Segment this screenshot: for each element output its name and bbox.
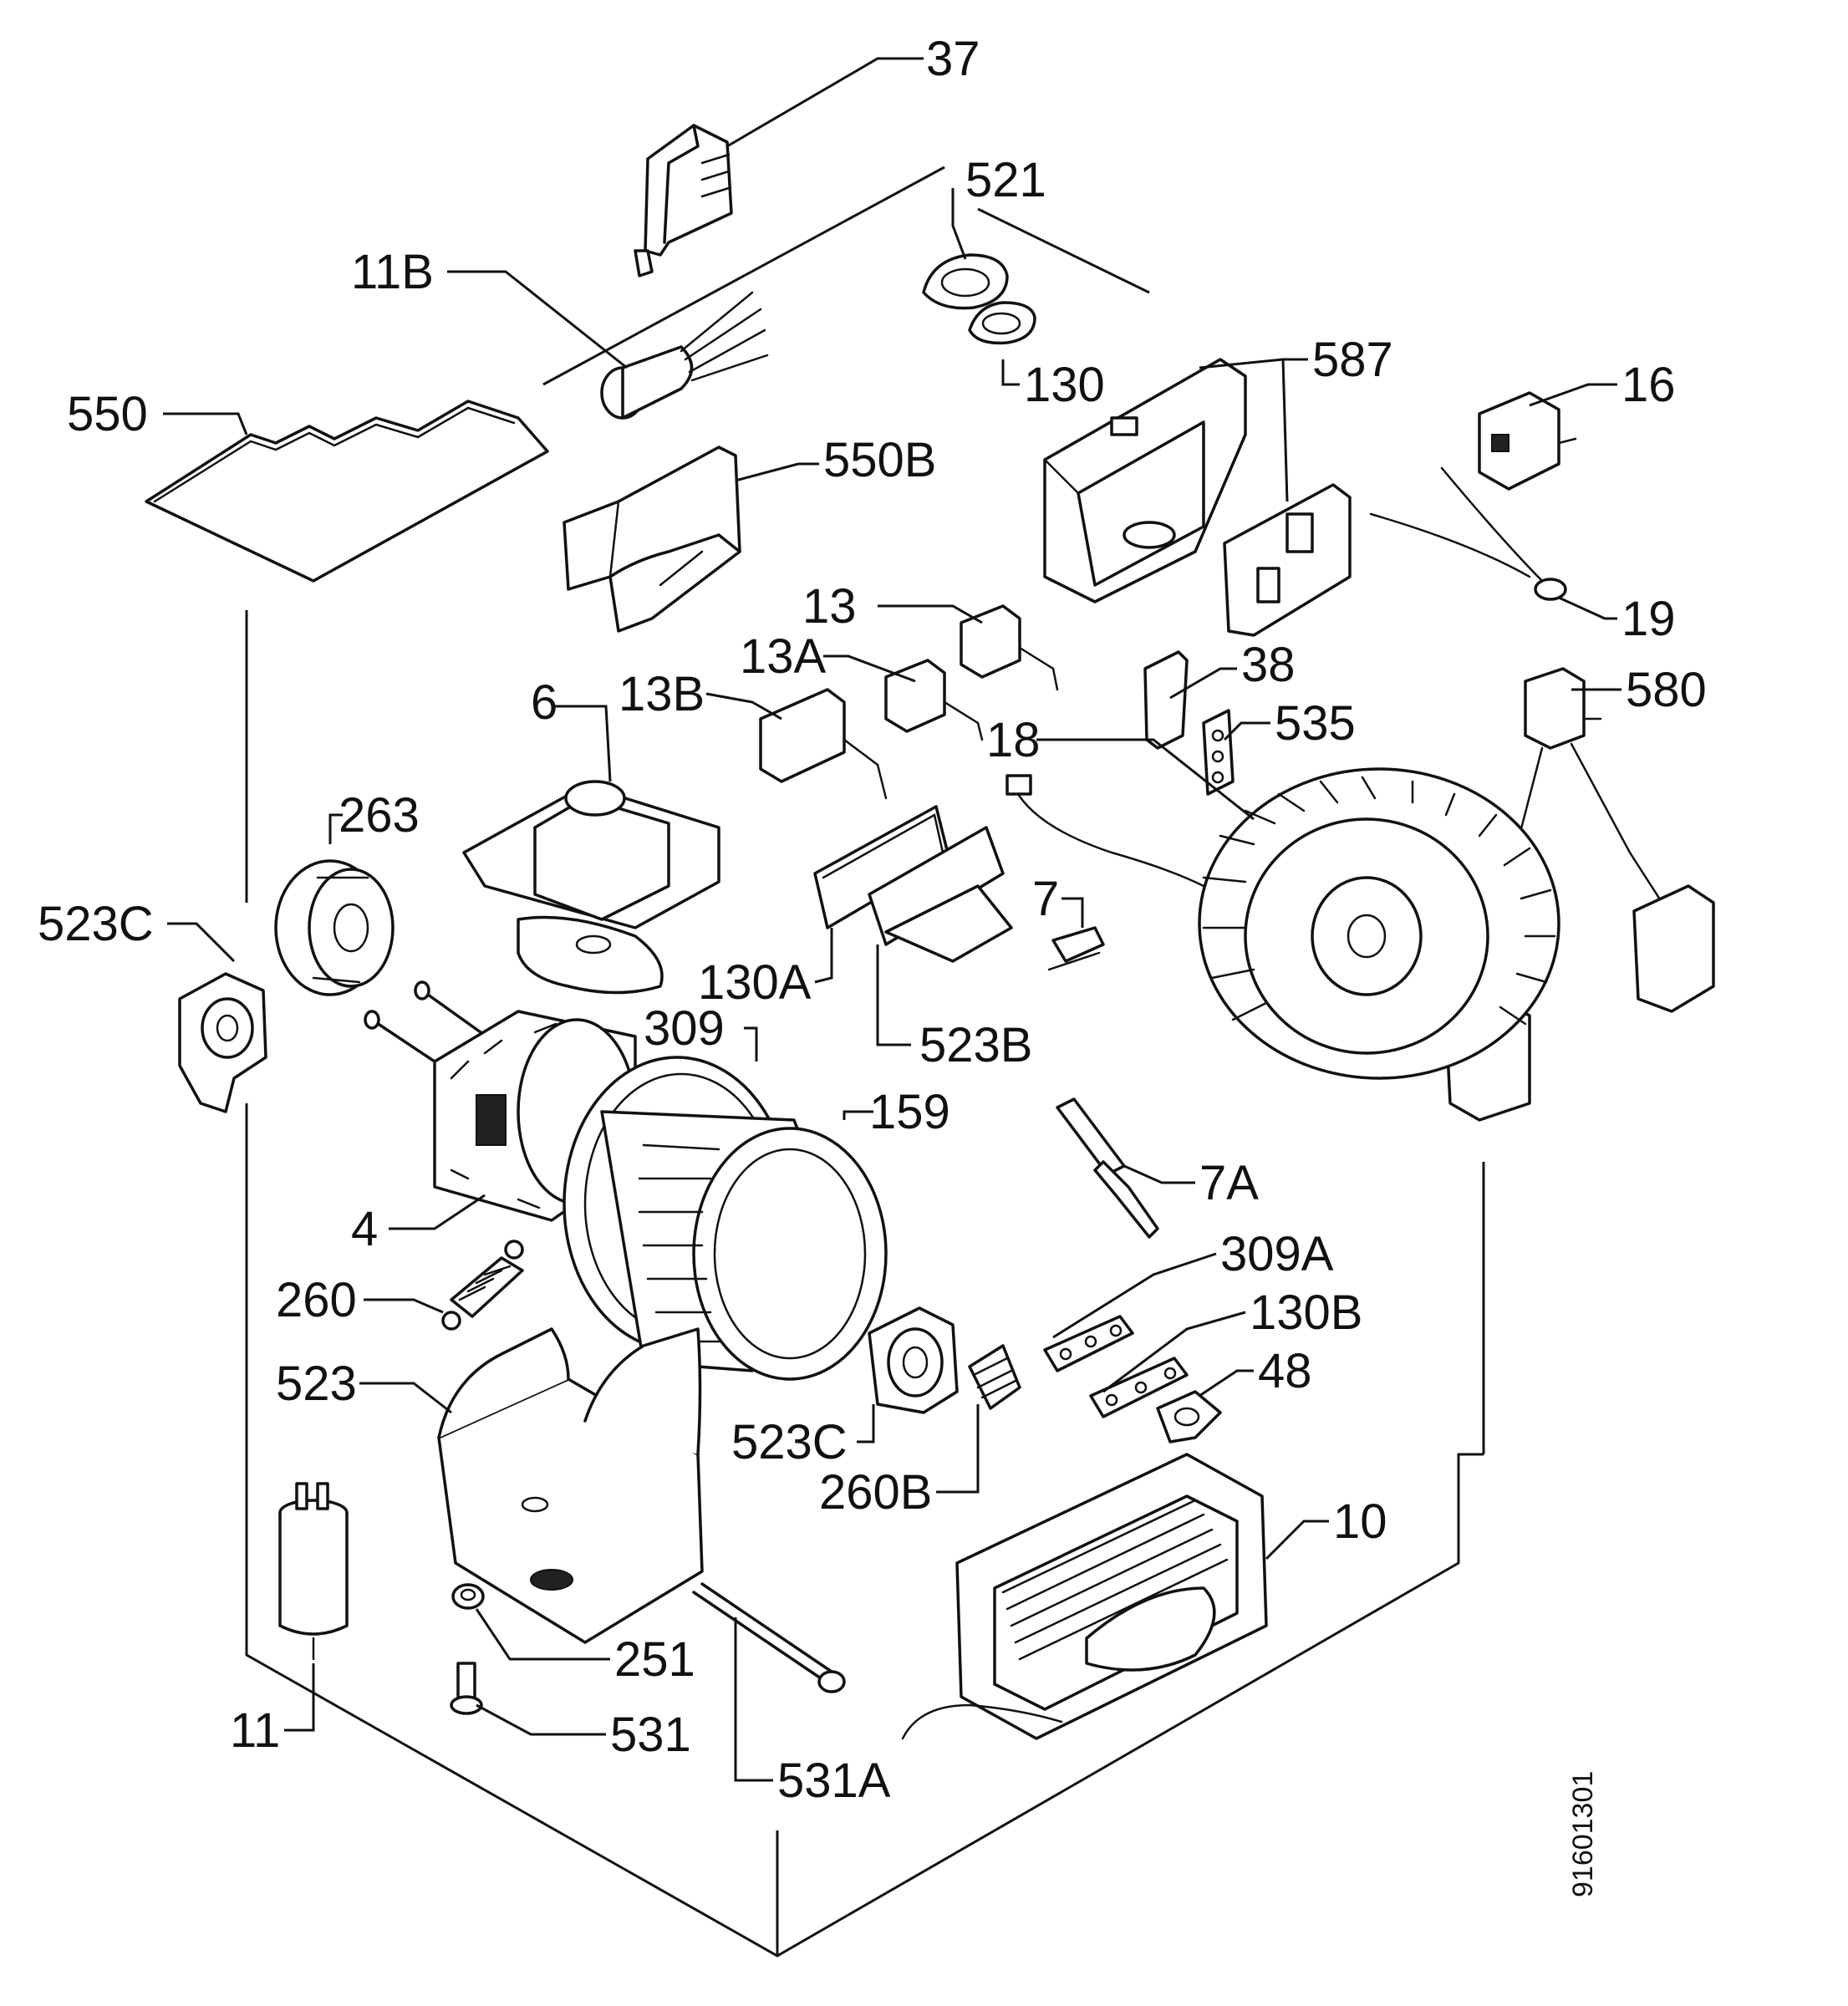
document-number: 91601301	[1567, 1771, 1599, 1897]
callout-130: 130	[1024, 358, 1105, 412]
callout-6: 6	[531, 675, 557, 730]
callout-11: 11	[230, 1703, 280, 1758]
callout-550b: 550B	[823, 433, 936, 487]
callout-130a: 130A	[698, 955, 812, 1010]
part-130-gasket	[968, 301, 1036, 345]
callout-521: 521	[965, 153, 1046, 207]
part-251-nut	[451, 1583, 485, 1610]
part-260b-spring	[968, 1344, 1021, 1410]
assembly-frame	[245, 165, 1485, 1958]
callout-531a: 531A	[777, 1754, 891, 1808]
callout-38: 38	[1241, 638, 1296, 692]
part-531a-bolt	[692, 1582, 846, 1693]
part-531-screw	[450, 1662, 483, 1715]
part-11b-suppressor	[600, 291, 769, 420]
part-13b-connector	[759, 688, 888, 800]
callout-531: 531	[610, 1708, 691, 1762]
callout-251: 251	[614, 1632, 695, 1687]
part-587-housing	[1043, 358, 1247, 603]
part-263-pulley	[274, 859, 395, 996]
part-523-cradle	[437, 1327, 704, 1644]
part-19-sensor	[1369, 466, 1567, 601]
part-550b-duct	[563, 445, 741, 633]
part-10-heater	[901, 1453, 1268, 1740]
part-523c-mid-bracket	[868, 1306, 959, 1414]
part-48-thermostat	[1156, 1390, 1222, 1443]
callout-13: 13	[802, 579, 857, 634]
callout-587: 587	[1312, 333, 1393, 387]
callout-523c-mid: 523C	[731, 1415, 848, 1469]
part-6-pump	[462, 780, 720, 995]
callout-523c-left: 523C	[38, 897, 154, 951]
part-523b-bracket	[868, 826, 1013, 963]
part-309a-plate	[1043, 1315, 1134, 1372]
callout-37: 37	[926, 32, 980, 86]
callout-550: 550	[67, 387, 148, 441]
part-260-spring	[441, 1240, 524, 1331]
callout-48: 48	[1258, 1344, 1312, 1398]
callout-309: 309	[644, 1001, 725, 1056]
callout-260: 260	[276, 1273, 357, 1327]
part-550-sheet	[145, 400, 549, 583]
callout-labels: 37 521 11B 130 587 16 550 550B 19 13 13A…	[38, 32, 1707, 1897]
part-11-capacitor	[278, 1482, 349, 1661]
callout-7: 7	[1032, 872, 1059, 926]
callout-13b: 13B	[619, 667, 705, 721]
callout-523b: 523B	[919, 1018, 1032, 1072]
callout-309a: 309A	[1220, 1227, 1334, 1281]
callout-523: 523	[276, 1357, 357, 1411]
callout-7a: 7A	[1199, 1156, 1259, 1210]
callout-4: 4	[351, 1202, 378, 1256]
part-7-sensor	[1047, 926, 1105, 971]
part-521-gasket	[922, 253, 1009, 310]
callout-263: 263	[339, 788, 420, 843]
callout-260b: 260B	[819, 1465, 932, 1520]
part-37-bracket	[634, 124, 733, 277]
callout-11b: 11B	[351, 245, 434, 299]
part-159-fan-drum	[600, 1110, 888, 1381]
part-38-bracket	[1143, 650, 1189, 750]
part-130b-plate	[1089, 1357, 1189, 1418]
callout-159: 159	[869, 1085, 950, 1139]
part-587-circuit-board	[1223, 483, 1352, 637]
callout-10: 10	[1333, 1494, 1387, 1549]
part-13a-connector	[884, 659, 984, 741]
callout-130b: 130B	[1250, 1286, 1362, 1340]
part-7a-probe	[1056, 1097, 1159, 1239]
callout-535: 535	[1275, 696, 1356, 751]
part-523c-left-bracket	[178, 972, 267, 1113]
part-13-connector	[960, 604, 1059, 691]
callout-16: 16	[1621, 358, 1676, 412]
callout-580: 580	[1626, 663, 1707, 717]
part-535-strip	[1202, 709, 1235, 796]
callout-18: 18	[986, 713, 1041, 767]
callout-19: 19	[1621, 592, 1676, 646]
part-16-switch	[1478, 391, 1577, 491]
leader-lines	[163, 57, 1621, 1782]
callout-13a: 13A	[740, 629, 827, 684]
part-18-fan-wheel	[1005, 767, 1560, 1080]
